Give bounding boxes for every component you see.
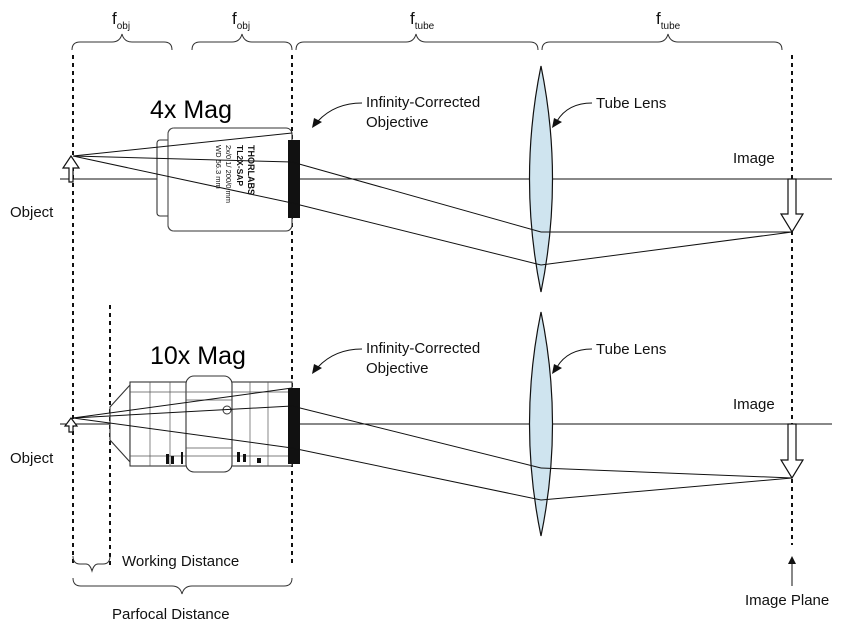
bottom-annotations: Working Distance Parfocal Distance Image… xyxy=(72,553,829,623)
brace-f-tube-1 xyxy=(295,33,539,51)
f-obj-label-2: fobj xyxy=(232,9,250,32)
upper-system: THORLABS TL2X-SAP 2x/0.1/ 200/0 mm WD 56… xyxy=(10,65,832,293)
upper-tube-lens xyxy=(528,65,554,293)
brace-f-obj-2 xyxy=(191,33,293,51)
svg-text:WD 56.3 mm: WD 56.3 mm xyxy=(214,145,223,189)
upper-rays xyxy=(72,132,793,266)
lower-system: 10x Mag Infinity-Corrected Objective Tub… xyxy=(10,311,832,537)
lower-rays xyxy=(72,387,793,501)
upper-objective: THORLABS TL2X-SAP 2x/0.1/ 200/0 mm WD 56… xyxy=(156,127,300,232)
image-plane-label: Image Plane xyxy=(745,592,829,609)
upper-tube-lens-label: Tube Lens xyxy=(596,95,666,112)
lower-object-arrow xyxy=(63,417,79,433)
upper-object-arrow xyxy=(61,154,81,183)
upper-objective-label-1: Infinity-Corrected xyxy=(366,94,480,111)
lower-tube-lens-pointer xyxy=(556,348,593,368)
working-distance-brace xyxy=(72,555,111,573)
f-obj-label-1: fobj xyxy=(112,9,130,32)
f-tube-label-2: ftube xyxy=(656,9,681,32)
f-tube-label-1: ftube xyxy=(410,9,435,32)
parfocal-distance-label: Parfocal Distance xyxy=(112,606,230,623)
svg-text:THORLABS: THORLABS xyxy=(246,145,256,195)
upper-objective-label-2: Objective xyxy=(366,114,429,131)
lower-objective-pointer xyxy=(317,348,363,368)
upper-image-arrow xyxy=(779,178,805,234)
upper-objective-thread xyxy=(288,140,300,218)
lower-mag-label: 10x Mag xyxy=(150,342,246,370)
working-distance-label: Working Distance xyxy=(122,553,239,570)
lower-objective-label-2: Objective xyxy=(366,360,429,377)
top-braces: fobj fobj ftube ftube xyxy=(71,9,783,51)
lower-image-label: Image xyxy=(733,396,775,413)
svg-text:2x/0.1/ 200/0 mm: 2x/0.1/ 200/0 mm xyxy=(224,145,233,203)
upper-image-label: Image xyxy=(733,150,775,167)
brace-f-tube-2 xyxy=(541,33,783,51)
upper-engraving: THORLABS TL2X-SAP 2x/0.1/ 200/0 mm WD 56… xyxy=(214,145,256,203)
lower-objective-label-1: Infinity-Corrected xyxy=(366,340,480,357)
parfocal-distance-brace xyxy=(72,577,293,595)
lower-tube-lens xyxy=(528,311,554,537)
upper-object-label: Object xyxy=(10,204,54,221)
upper-tube-lens-pointer xyxy=(556,102,593,122)
svg-text:TL2X-SAP: TL2X-SAP xyxy=(235,145,245,186)
upper-objective-pointer xyxy=(317,102,363,122)
lower-tube-lens-label: Tube Lens xyxy=(596,341,666,358)
lower-objective-thread xyxy=(288,388,300,464)
lower-image-arrow xyxy=(779,423,805,480)
brace-f-obj-1 xyxy=(71,33,173,51)
lower-object-label: Object xyxy=(10,450,54,467)
upper-mag-label: 4x Mag xyxy=(150,96,232,124)
